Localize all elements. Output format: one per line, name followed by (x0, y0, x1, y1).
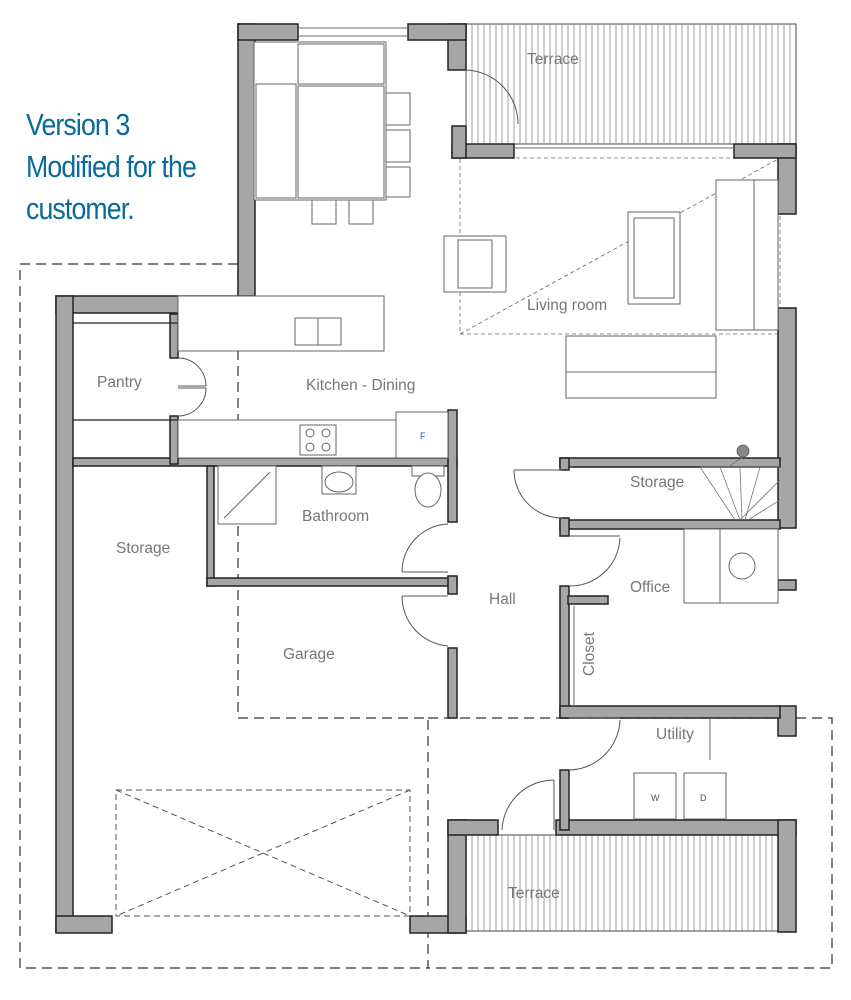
living-room-label: Living room (527, 297, 607, 314)
staircase (699, 444, 781, 521)
bathroom-label: Bathroom (302, 508, 369, 525)
storage-left-label: Storage (116, 540, 170, 557)
note-line-2: Modified for the (26, 149, 197, 184)
storage-right-label: Storage (630, 474, 684, 491)
bathroom-fixtures (217, 465, 445, 525)
dining-set (253, 41, 411, 225)
office-label: Office (630, 579, 670, 596)
pantry-label: Pantry (97, 374, 142, 391)
terrace-bottom-label: Terrace (508, 885, 560, 902)
note-line-3: customer. (26, 191, 135, 226)
kitchen-counter (177, 411, 449, 459)
closet-label: Closet (581, 631, 598, 676)
interior-walls (72, 313, 781, 831)
washer-label: W (651, 793, 660, 803)
dryer-label: D (700, 793, 707, 803)
utility-label: Utility (656, 726, 694, 743)
exterior-walls (55, 23, 797, 934)
terrace-top (465, 23, 797, 145)
living-furniture (443, 179, 779, 399)
roof-outline (19, 263, 429, 969)
terrace-top-label: Terrace (527, 51, 579, 68)
terrace-bottom (465, 834, 797, 932)
utility-appliances (633, 772, 727, 820)
version-note: Version 3 Modified for the customer. (26, 104, 197, 230)
garage-label: Garage (283, 646, 335, 663)
door-swings (177, 69, 621, 831)
kitchen-island (177, 295, 385, 352)
hall-label: Hall (489, 591, 516, 608)
kitchen-dining-label: Kitchen - Dining (306, 377, 415, 394)
garage-car-space (115, 789, 411, 917)
office-furniture (683, 528, 779, 604)
fridge-label: F (420, 431, 426, 441)
note-line-1: Version 3 (26, 107, 130, 142)
